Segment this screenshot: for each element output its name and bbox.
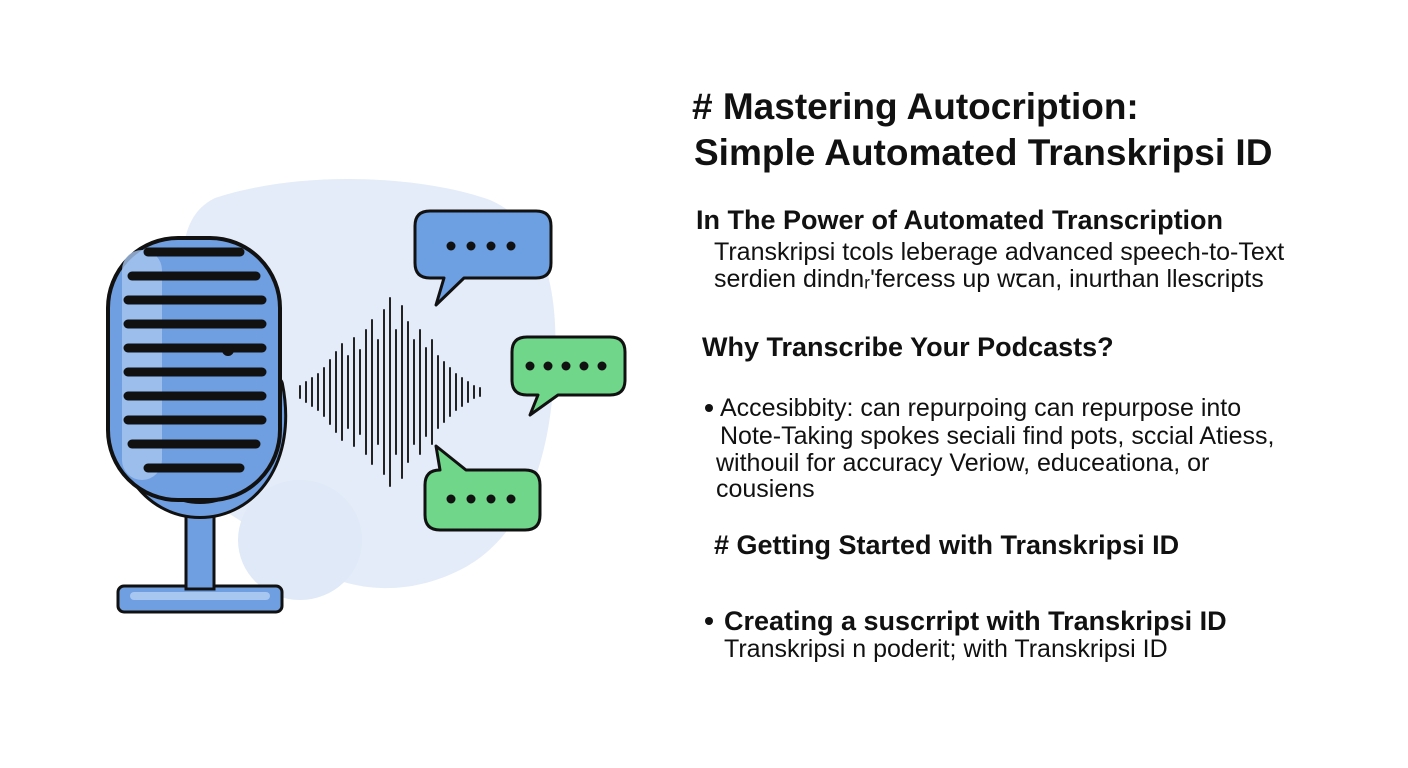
sound-wave-icon <box>299 297 481 487</box>
section-text-line: Transkripsi tcols leberage advanced spee… <box>714 238 1285 266</box>
bullet-icon <box>705 404 713 412</box>
bullet-text-line: cousiens <box>716 475 815 503</box>
bullet-heading: Creating a suscrript with Transkripsi ID <box>724 606 1227 636</box>
microphone-icon <box>106 236 288 614</box>
section-heading-why: Why Transcribe Your Podcasts? <box>702 332 1114 362</box>
page-title-line-2: Simple Automated Transkripsi ID <box>694 132 1273 173</box>
bullet-text-line: withouil for accuracy Veriow, educeation… <box>716 449 1210 477</box>
section-heading-power: In The Power of Automated Transcription <box>696 205 1224 235</box>
page-title-line-1: # Mastering Autocription: <box>692 86 1139 127</box>
bullet-text-line: Note-Taking spokes seciali find pots, sc… <box>720 422 1275 450</box>
bullet-icon <box>705 617 713 625</box>
mic-grille <box>123 247 267 473</box>
bullet-text-line: Transkripsi n poderit; with Transkripsi … <box>724 635 1168 663</box>
chat-bubble-icon <box>510 335 627 417</box>
section-text-line: serdien dindnᵣ'fercess up wꞇan, inurthan… <box>714 265 1264 293</box>
chat-bubble-icon <box>423 444 542 532</box>
bullet-text-line: Accesibbity: can repurpoing can repurpos… <box>720 394 1242 422</box>
chat-bubble-icon <box>413 209 553 307</box>
podcast-illustration <box>106 179 627 614</box>
section-heading-getting-started: # Getting Started with Transkripsi ID <box>714 530 1180 560</box>
background-blob-lower <box>238 480 362 600</box>
